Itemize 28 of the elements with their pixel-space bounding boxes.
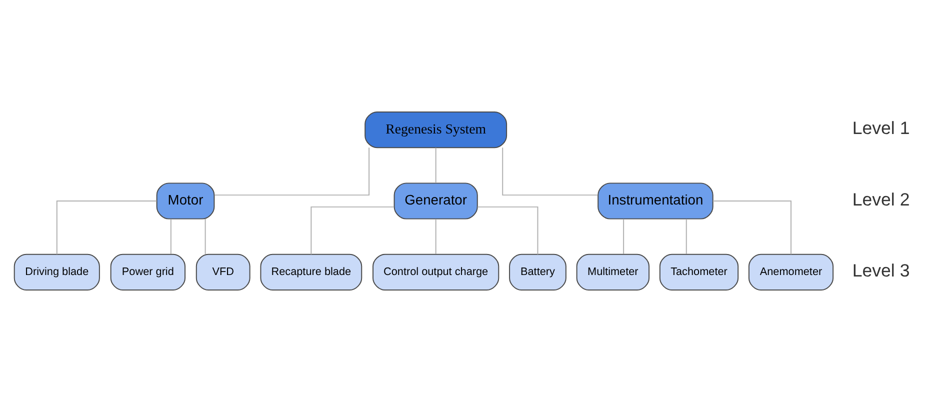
label: Level 2 <box>852 189 910 210</box>
node-box: Driving blade <box>14 254 100 291</box>
node-box: Battery <box>509 254 566 291</box>
connector <box>204 218 206 255</box>
connector <box>435 218 436 255</box>
connector <box>477 206 538 255</box>
connector <box>56 200 158 255</box>
connector <box>310 206 394 255</box>
node-box: Tachometer <box>659 254 739 291</box>
label: Level 1 <box>852 118 910 138</box>
label: Level 3 <box>852 260 910 281</box>
connector <box>170 218 172 255</box>
node-box: Instrumentation <box>598 182 714 220</box>
connector <box>502 147 598 196</box>
node-box: Motor <box>156 182 215 220</box>
node-box: Multimeter <box>576 254 650 291</box>
node-box: VFD <box>196 254 250 291</box>
node-box: Power grid <box>110 254 186 291</box>
node-box: Generator <box>394 182 478 220</box>
connector <box>435 147 436 184</box>
node-box: Recapture blade <box>260 254 362 291</box>
connector <box>623 218 624 255</box>
connector <box>214 147 370 196</box>
node-box: Control output charge <box>372 254 500 291</box>
connector <box>712 200 792 255</box>
connector <box>686 218 687 255</box>
node-box: Regenesis System <box>364 111 508 148</box>
node-box: Anemometer <box>748 254 834 291</box>
